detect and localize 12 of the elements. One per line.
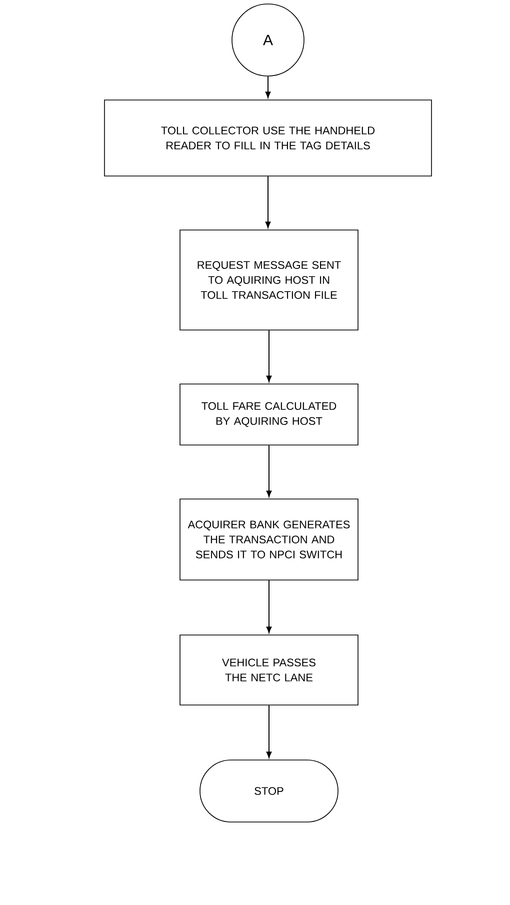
- arrow: [266, 444, 272, 498]
- arrow: [266, 580, 272, 634]
- process-box: VEHICLE PASSES THE NETC LANE: [180, 634, 358, 706]
- process-box: ACQUIRER BANK GENERATES THE TRANSACTION AND SENDS IT TO NPCI SWITCH: [180, 498, 358, 580]
- arrow: [266, 704, 272, 758]
- process-box: TOLL FARE CALCULATED BY AQUIRING HOST: [180, 384, 358, 446]
- terminator-box: STOP: [200, 760, 338, 822]
- arrow: [265, 176, 271, 228]
- process-box: REQUEST MESSAGE SENT TO AQUIRING HOST IN TOLL TRANSACTION FILE: [180, 230, 358, 330]
- arrow: [265, 76, 271, 98]
- process-box: TOLL COLLECTOR USE THE HANDHELD READER TO FILL IN THE TAG DETAILS: [104, 100, 432, 176]
- arrow: [266, 330, 272, 382]
